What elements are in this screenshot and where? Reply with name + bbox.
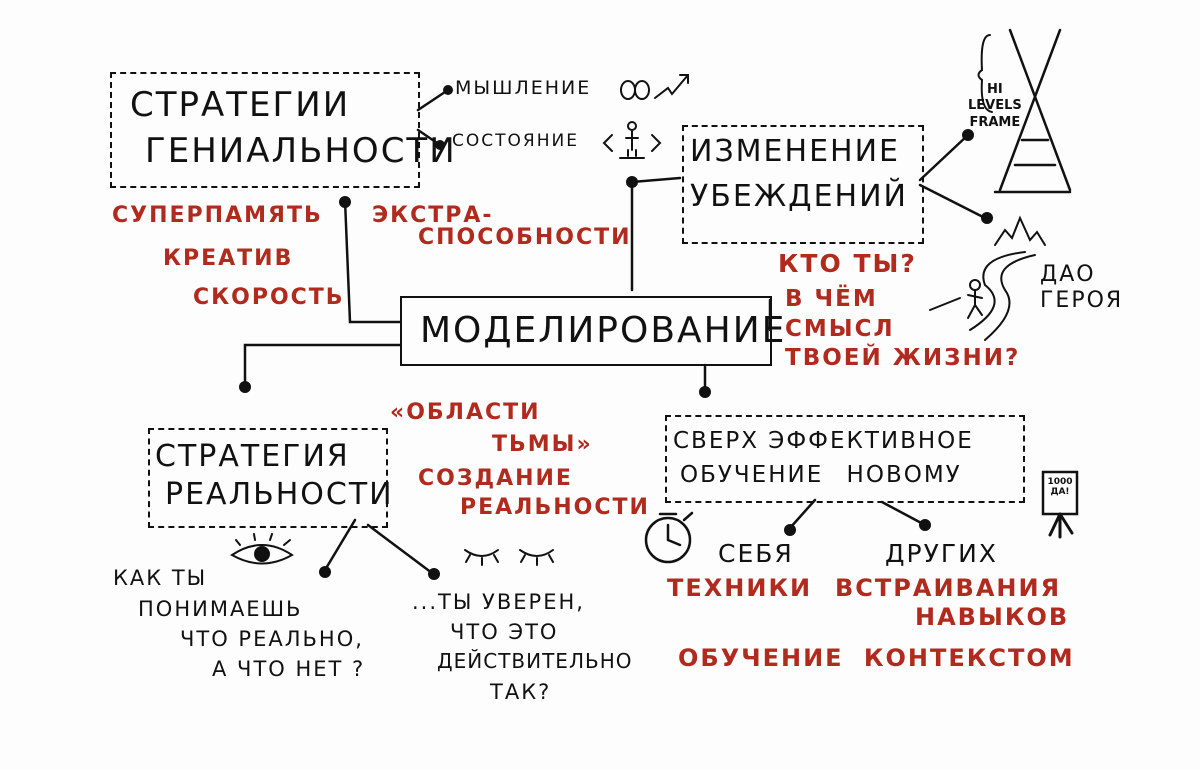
- pyramid-icon: [977, 28, 1072, 194]
- techniques-label: ТЕХНИКИ: [667, 574, 813, 602]
- road-hero-icon: [929, 251, 1036, 341]
- beliefs-title-1: ИЗМЕНЕНИЕ: [690, 134, 900, 169]
- q1-line-1: КАК ТЫ: [113, 566, 208, 590]
- skorost-label: СКОРОСТЬ: [193, 285, 345, 310]
- skills-label: НАВЫКОВ: [915, 603, 1070, 631]
- embedding-label: ВСТРАИВАНИЯ: [835, 574, 1062, 602]
- genius-title-1: СТРАТЕГИИ: [130, 85, 351, 125]
- sposobnosti-label: СПОСОБНОСТИ: [418, 225, 632, 250]
- q1-line-4: А ЧТО НЕТ ?: [212, 657, 366, 681]
- reality-title-1: СТРАТЕГИЯ: [155, 439, 350, 474]
- q2-line-4: ТАК?: [490, 680, 552, 704]
- learning-box: [665, 415, 1025, 503]
- dark-areas-2: ТЬМЫ»: [492, 432, 593, 457]
- q1-line-2: ПОНИМАЕШЬ: [138, 597, 303, 621]
- q2-line-1: ...ТЫ УВЕРЕН,: [412, 590, 585, 614]
- superpamyat-label: СУПЕРПАМЯТЬ: [112, 203, 323, 228]
- modeling-box: [400, 296, 772, 366]
- q2-line-3: ДЕЙСТВИТЕЛЬНО: [437, 649, 633, 673]
- stopwatch-icon: [644, 511, 694, 564]
- learning-title-1: СВЕРХ ЭФФЕКТИВНОЕ: [673, 428, 974, 454]
- genius-title-2: ГЕНИАЛЬНОСТИ: [145, 131, 457, 171]
- state-label: СОСТОЯНИЕ: [452, 131, 579, 151]
- reality-title-2: РЕАЛЬНОСТИ: [165, 477, 394, 512]
- dark-areas-1: «ОБЛАСТИ: [390, 400, 541, 425]
- state-figure-icon: [602, 121, 662, 159]
- ekstra-label: ЭКСТРА-: [372, 203, 494, 228]
- q2-line-2: ЧТО ЭТО: [450, 620, 559, 644]
- beliefs-title-2: УБЕЖДЕНИЙ: [690, 179, 908, 214]
- thinking-label: МЫШЛЕНИЕ: [455, 77, 592, 99]
- thinking-arrow-icon: [620, 74, 689, 100]
- meaning-3: ТВОЕЙ ЖИЗНИ?: [785, 345, 1021, 371]
- genius-strategies-box: [110, 72, 420, 188]
- flipchart-icon: [1041, 470, 1079, 539]
- self-label: СЕБЯ: [718, 539, 794, 568]
- reality-box: [148, 428, 388, 528]
- context-learning-label: ОБУЧЕНИЕ КОНТЕКСТОМ: [678, 644, 1075, 672]
- eye-icon: [230, 533, 294, 565]
- beliefs-box: [682, 125, 924, 244]
- closed-eyes-icon: [464, 549, 554, 566]
- creating-1: СОЗДАНИЕ: [418, 466, 573, 491]
- meaning-1: В ЧЁМ: [785, 286, 878, 312]
- others-label: ДРУГИХ: [885, 539, 998, 568]
- who-are-you: КТО ТЫ?: [778, 249, 917, 278]
- creating-2: РЕАЛЬНОСТИ: [460, 495, 650, 520]
- learning-title-2: ОБУЧЕНИЕ НОВОМУ: [680, 462, 962, 488]
- meaning-2: СМЫСЛ: [785, 316, 895, 342]
- q1-line-3: ЧТО РЕАЛЬНО,: [180, 627, 364, 651]
- mountains-icon: [994, 215, 1046, 246]
- center-title: МОДЕЛИРОВАНИЕ: [420, 310, 787, 351]
- kreativ-label: КРЕАТИВ: [163, 246, 294, 271]
